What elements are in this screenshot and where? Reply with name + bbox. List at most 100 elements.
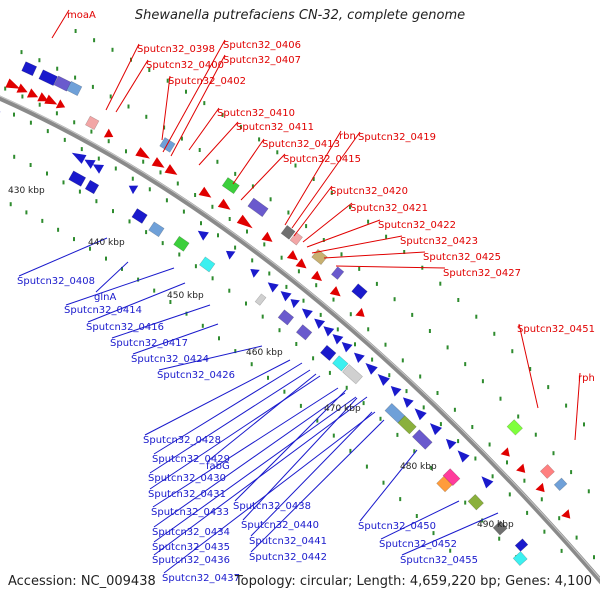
gene-arrow-reverse [353,352,365,364]
leader-line [284,130,342,226]
track-dot [464,362,467,367]
track-dot [552,451,555,456]
track-dot [517,414,520,419]
track-dot [457,439,460,444]
gene-arrow-forward [311,270,322,281]
track-dot [558,516,561,521]
reverse-gene-label: Sputcn32_0441 [249,536,327,547]
leader-line [18,237,108,277]
track-dot [413,449,416,454]
leader-line [311,235,403,254]
gene-block [332,355,349,372]
gene-arrow-reverse [429,423,442,436]
track-dot [593,555,595,560]
gene-arrow-forward [16,83,28,93]
leader-line [152,387,339,508]
gene-arrow-forward [198,186,212,198]
track-dot [234,245,237,250]
track-dot [163,125,166,130]
gene-arrow-forward [286,250,298,261]
track-dot [493,331,496,336]
track-dot [297,269,300,274]
gene-block [199,256,216,273]
track-dot [41,218,44,223]
forward-gene-label: rbn [339,131,356,142]
gene-arrow-forward [261,231,273,242]
gene-block [384,403,406,424]
track-dot [185,89,187,94]
track-dot [93,38,96,43]
track-dot [128,219,131,224]
track-dot [332,297,335,302]
reverse-gene-label: Sputcn32_0416 [86,322,164,333]
track-dot [294,163,297,168]
track-dot [315,283,318,288]
gene-arrow-forward [26,88,39,98]
track-dot [211,276,214,281]
reverse-gene-label: Sputcn32_0436 [152,555,230,566]
track-dot [145,114,148,119]
leader-line [240,153,286,201]
track-dot [506,460,508,465]
gene-arrow-reverse [197,230,209,241]
track-dot [280,255,283,260]
track-dot [305,224,308,229]
track-dot [403,250,406,254]
gene-arrow-forward [295,258,307,269]
track-dot [145,230,148,235]
forward-gene-label: Sputcn32_0420 [330,186,408,197]
track-dot [464,500,467,505]
reverse-gene-label: Sputcn32_0433 [151,507,229,518]
track-dot [345,385,348,390]
leader-line [153,392,346,528]
leader-line [359,449,418,522]
gene-block [320,344,337,361]
track-dot [367,219,370,224]
track-dot [250,362,253,367]
gene-block [68,170,87,187]
track-dot [21,94,24,99]
genome-stats-label: Topology: circular; Length: 4,659,220 bp… [234,574,592,589]
track-dot [267,375,269,380]
reverse-gene-label: Sputcn32_0430 [148,473,226,484]
gene-block [84,179,100,195]
gene-arrow-forward [500,447,510,457]
gene-block [492,520,508,536]
track-dot [38,58,41,63]
gene-block [247,197,269,218]
gene-arrow-forward [103,128,114,138]
track-dot [439,422,442,427]
leader-line [87,282,186,323]
gene-arrow-reverse [323,326,335,337]
reverse-gene-label: fabG [206,461,230,472]
track-dot [246,229,248,234]
track-dot [583,422,585,427]
leader-line [153,362,303,455]
track-dot [29,163,32,167]
track-dot [396,432,399,437]
track-dot [121,266,123,271]
track-dot [185,311,188,316]
leader-line [291,131,361,229]
reverse-gene-label: Sputcn32_0429 [152,454,230,465]
kbp-tick-label: 470 kbp [324,404,361,414]
track-dot [245,301,247,306]
track-dot [194,264,197,269]
track-dot [316,418,319,423]
track-dot [63,137,66,142]
track-dot [481,518,484,523]
gene-arrow-reverse [481,476,494,489]
track-dot [330,190,333,195]
gene-block [148,221,165,238]
leader-line [149,375,321,490]
track-dot [565,403,568,408]
leader-line [207,373,317,462]
kbp-tick-label: 440 kbp [88,238,125,248]
track-dot [125,149,127,154]
track-dot [165,198,168,203]
track-dot [328,370,331,375]
gene-arrow-reverse [290,299,300,309]
gene-arrow-reverse [225,250,236,260]
gene-arrow-forward [535,482,545,493]
